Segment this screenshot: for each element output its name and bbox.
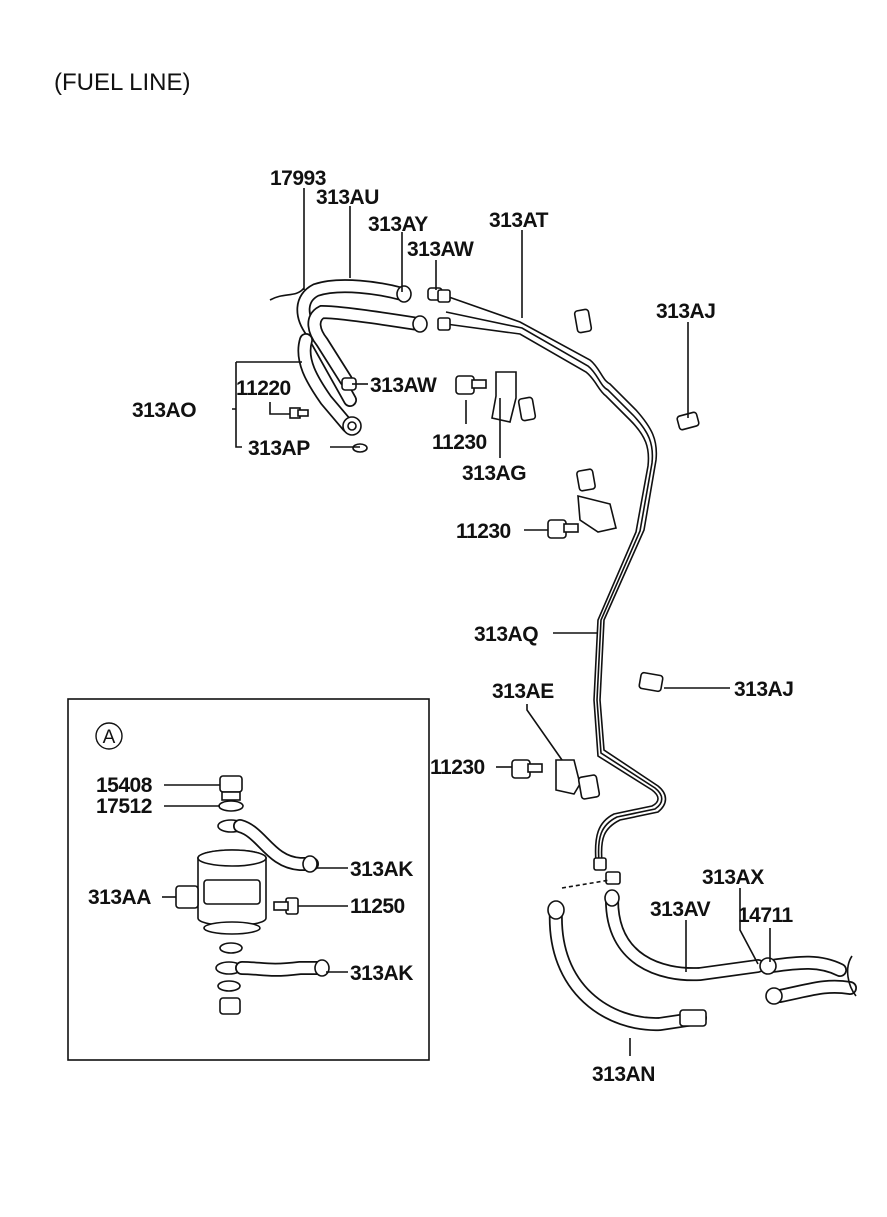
label-313AA: 313AA (88, 886, 151, 909)
label-313AK-bot: 313AK (350, 962, 413, 985)
leader-lines (162, 188, 771, 1056)
detail-marker: A (103, 727, 116, 748)
label-313AG: 313AG (462, 462, 526, 485)
label-313AX: 313AX (702, 866, 764, 889)
label-17512: 17512 (96, 795, 152, 818)
label-313AW-mid: 313AW (370, 374, 437, 397)
label-11230-b: 11230 (456, 520, 511, 543)
label-15408: 15408 (96, 774, 153, 797)
part-labels: 17993 313AU 313AY 313AW 313AT 313AJ 313A… (88, 167, 794, 1086)
label-313AJ-mid: 313AJ (734, 678, 793, 701)
label-313AY: 313AY (368, 213, 428, 236)
label-11220: 11220 (236, 377, 291, 400)
label-14711: 14711 (738, 904, 794, 927)
pipe-clips-brackets (455, 308, 700, 800)
upper-hose-assembly (269, 279, 443, 453)
label-313AU: 313AU (316, 186, 379, 209)
label-313AO: 313AO (132, 399, 196, 422)
label-313AQ: 313AQ (474, 623, 538, 646)
label-11250: 11250 (350, 895, 405, 918)
label-313AE: 313AE (492, 680, 554, 703)
main-fuel-pipe (437, 289, 667, 885)
label-17993: 17993 (270, 167, 326, 190)
label-313AV: 313AV (650, 898, 711, 921)
diagram-title: (FUEL LINE) (54, 69, 190, 96)
label-313AJ-top: 313AJ (656, 300, 715, 323)
label-313AN: 313AN (592, 1063, 655, 1086)
label-313AW-top: 313AW (407, 238, 474, 261)
label-313AT: 313AT (489, 209, 549, 232)
label-313AK-top: 313AK (350, 858, 413, 881)
label-11230-a: 11230 (432, 431, 487, 454)
lower-hoses (547, 879, 857, 1032)
label-11230-c: 11230 (430, 756, 485, 779)
label-313AP: 313AP (248, 437, 310, 460)
